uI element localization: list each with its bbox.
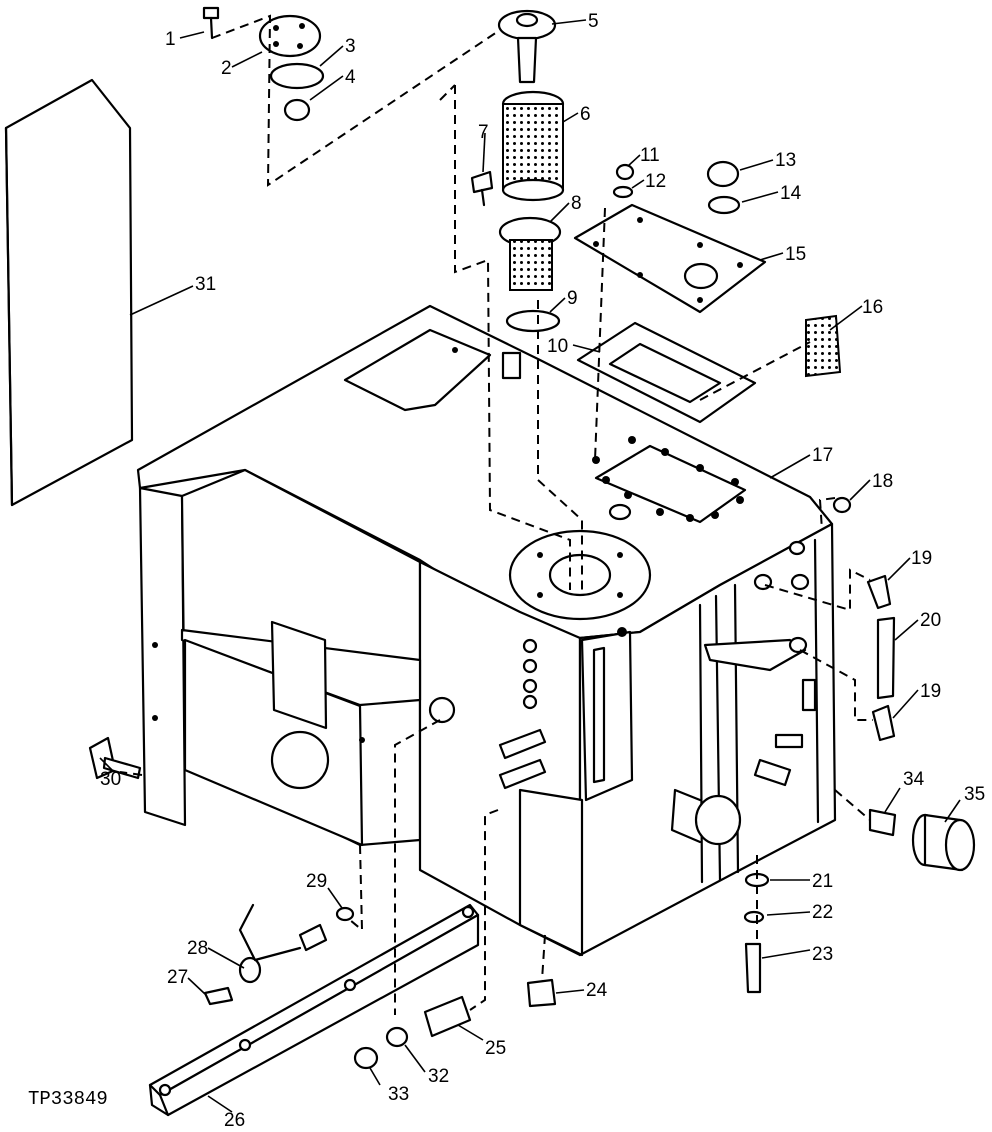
callout-28: 28 (187, 938, 208, 959)
callout-12: 12 (645, 171, 666, 192)
part-5-breather-cap (497, 9, 557, 84)
part-8-strainer (498, 216, 562, 291)
callout-19b: 19 (920, 681, 941, 702)
callout-10: 10 (547, 336, 568, 357)
drawing-reference-number: TP33849 (28, 1088, 108, 1110)
callout-25: 25 (485, 1038, 506, 1059)
part-29-harness (238, 903, 355, 962)
part-13-fill-cap (706, 160, 740, 188)
callout-19a: 19 (911, 548, 932, 569)
side-cover-panel (4, 78, 134, 507)
part-23-cap-screw (744, 942, 762, 994)
callout-17: 17 (812, 445, 833, 466)
callout-24: 24 (586, 980, 608, 1001)
callout-21: 21 (812, 871, 833, 892)
part-10-gasket (576, 321, 757, 424)
part-19-elbow-upper (866, 574, 892, 610)
callout-6: 6 (580, 104, 591, 125)
hydraulic-tank (136, 304, 837, 957)
callout-30: 30 (100, 769, 121, 790)
callout-4: 4 (345, 67, 356, 88)
callout-18: 18 (872, 471, 893, 492)
part-34-fitting (868, 808, 897, 837)
part-27-screw (203, 986, 234, 1006)
leader-lines (99, 19, 961, 1113)
callout-11: 11 (640, 145, 660, 166)
part-2-cover-plate (258, 14, 322, 58)
callout-13: 13 (775, 150, 796, 171)
part-7-screw (470, 170, 494, 207)
callout-32: 32 (428, 1066, 449, 1087)
callout-9: 9 (567, 288, 578, 309)
callout-20: 20 (920, 610, 941, 631)
callout-5: 5 (588, 11, 599, 32)
callout-22: 22 (812, 902, 833, 923)
callout-23: 23 (812, 944, 833, 965)
part-3-o-ring (269, 62, 325, 90)
callout-27: 27 (167, 967, 188, 988)
callout-14: 14 (780, 183, 802, 204)
part-30-cap-screw (88, 736, 142, 780)
part-16-breather-element (805, 314, 842, 378)
callout-3: 3 (345, 36, 356, 57)
callout-7: 7 (478, 122, 489, 143)
part-28-clamp (238, 956, 262, 984)
callout-16: 16 (862, 297, 883, 318)
part-20-hose (876, 616, 896, 700)
part-4-fitting (283, 98, 311, 122)
callout-31: 31 (195, 274, 216, 295)
callout-2: 2 (221, 58, 232, 79)
part-1-cap-screw (202, 6, 220, 40)
part-22-lock-washer (743, 910, 765, 924)
callout-29: 29 (306, 871, 327, 892)
callout-35: 35 (964, 784, 985, 805)
callout-15: 15 (785, 244, 806, 265)
callout-33: 33 (388, 1084, 409, 1105)
part-25-sensor (423, 995, 472, 1038)
part-19-elbow-lower (871, 704, 896, 742)
callout-labels: 1 2 3 4 5 6 7 8 9 10 11 12 13 14 15 16 1… (100, 11, 985, 1131)
part-35-filter-cap (911, 813, 976, 872)
part-24-drain-plug (526, 978, 557, 1008)
callout-1: 1 (165, 29, 176, 50)
part-15-cover (573, 203, 767, 314)
part-9-o-ring (505, 309, 561, 333)
part-6-filter-element (501, 90, 565, 202)
part-11-plug (615, 163, 635, 181)
assembly-dashed-lines (119, 14, 873, 1015)
callout-8: 8 (571, 193, 582, 214)
part-32-washer (385, 1026, 409, 1048)
callout-26: 26 (224, 1110, 245, 1127)
callout-34: 34 (903, 769, 925, 790)
part-33-nut (353, 1046, 379, 1070)
part-18-nut (832, 496, 852, 514)
part-12-washer (612, 185, 634, 199)
part-14-gasket (707, 195, 741, 215)
